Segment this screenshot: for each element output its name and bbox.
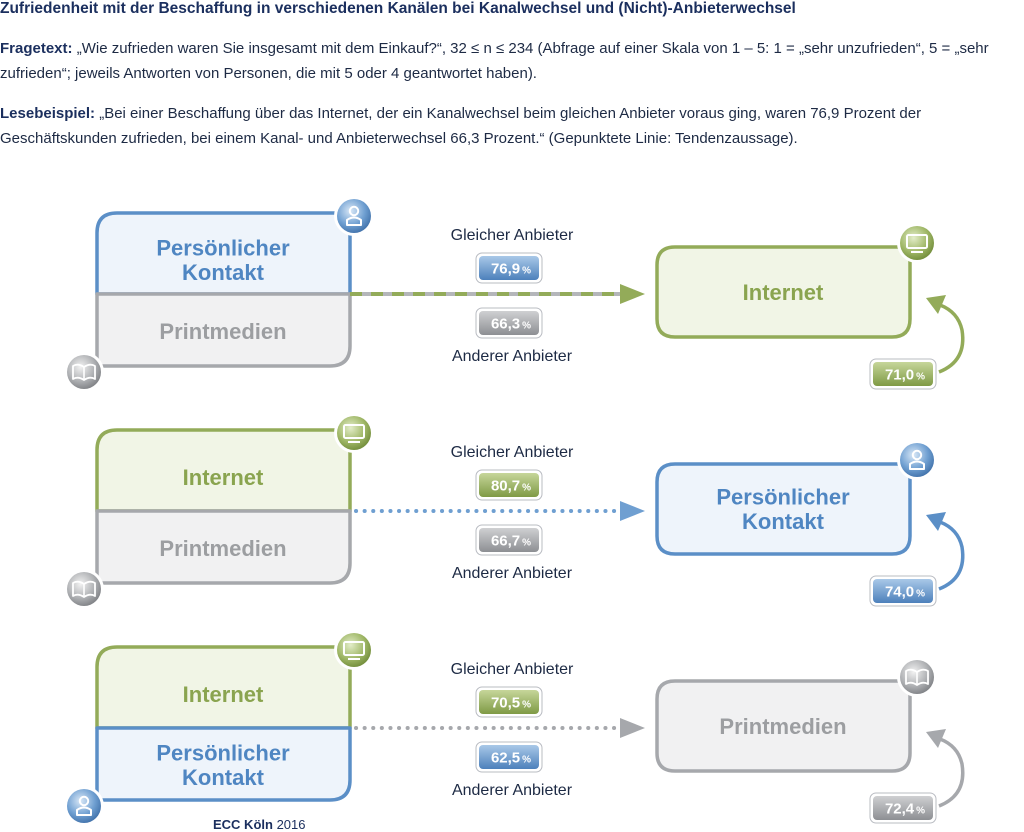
badge-value: 66,7 [491, 533, 520, 550]
svg-text:62,5%: 62,5% [491, 750, 531, 767]
percent-sign: % [916, 589, 925, 600]
badge-value: 76,9 [491, 261, 520, 278]
target-box [655, 462, 912, 556]
other-provider-badge: 62,5% [475, 741, 543, 773]
source-box-bottom [95, 509, 352, 585]
same-provider-badge: 80,7% [475, 469, 543, 501]
svg-text:66,7%: 66,7% [491, 533, 531, 550]
page-title: Zufriedenheit mit der Beschaffung in ver… [0, 0, 796, 17]
badge-value: 66,3 [491, 316, 520, 333]
retention-badge: 71,0% [869, 358, 937, 390]
target-label: Persönlicher [716, 485, 850, 510]
target-label: Internet [743, 280, 824, 305]
same-provider-label: Gleicher Anbieter [451, 444, 574, 461]
source-label-top: Kontakt [182, 260, 265, 285]
retention-arrow [938, 737, 965, 808]
svg-text:76,9%: 76,9% [491, 261, 531, 278]
source-label-top: Internet [183, 682, 264, 707]
source-box-bottom [95, 292, 352, 368]
monitor-icon [897, 223, 937, 263]
target-box [655, 245, 912, 339]
badge-value: 80,7 [491, 478, 520, 495]
source-box-top [95, 211, 352, 296]
source-label-bottom: Printmedien [159, 536, 286, 561]
source-label-top: Persönlicher [156, 236, 290, 261]
percent-sign: % [522, 700, 531, 711]
switch-arrowhead [620, 718, 645, 738]
source-label-bottom: Printmedien [159, 319, 286, 344]
retention-badge: 72,4% [869, 792, 937, 824]
other-provider-badge: 66,7% [475, 524, 543, 556]
percent-sign: % [916, 806, 925, 817]
retention-badge: 74,0% [869, 575, 937, 607]
source-box-top [95, 645, 352, 730]
reading-example: Lesebeispiel: „Bei einer Beschaffung übe… [0, 101, 1020, 151]
target-label: Printmedien [719, 714, 846, 739]
person-icon [64, 786, 104, 826]
percent-sign: % [522, 266, 531, 277]
retention-arrow [938, 303, 965, 374]
retention-arrowhead [926, 295, 946, 314]
same-provider-badge: 70,5% [475, 686, 543, 718]
source-name: ECC Köln [213, 817, 273, 832]
badge-value: 74,0 [885, 584, 914, 601]
badge-value: 62,5 [491, 750, 520, 767]
retention-arrow [938, 520, 965, 591]
question-body: „Wie zufrieden waren Sie insgesamt mit d… [0, 40, 989, 82]
same-provider-badge: 76,9% [475, 252, 543, 284]
percent-sign: % [916, 372, 925, 383]
source-label-bottom: Persönlicher [156, 741, 290, 766]
retention-arrowhead [926, 729, 946, 748]
same-provider-label: Gleicher Anbieter [451, 227, 574, 244]
svg-text:80,7%: 80,7% [491, 478, 531, 495]
reading-label: Lesebeispiel: [0, 105, 96, 122]
reading-body: „Bei einer Beschaffung über das Internet… [0, 105, 922, 147]
same-provider-label: Gleicher Anbieter [451, 661, 574, 678]
svg-text:66,3%: 66,3% [491, 316, 531, 333]
percent-sign: % [522, 321, 531, 332]
switch-arrowhead [620, 501, 645, 521]
source-box-top [95, 428, 352, 513]
badge-value: 71,0 [885, 367, 914, 384]
book-icon [64, 352, 104, 392]
badge-value: 70,5 [491, 695, 520, 712]
switch-arrowhead [620, 284, 645, 304]
percent-sign: % [522, 755, 531, 766]
person-icon [897, 440, 937, 480]
source-label-top: Internet [183, 465, 264, 490]
target-box [655, 679, 912, 773]
svg-text:72,4%: 72,4% [885, 801, 925, 818]
source-year: 2016 [276, 817, 306, 832]
other-provider-label: Anderer Anbieter [452, 782, 573, 799]
svg-text:71,0%: 71,0% [885, 367, 925, 384]
source-box-bottom [95, 726, 352, 802]
other-provider-label: Anderer Anbieter [452, 565, 573, 582]
book-icon [64, 569, 104, 609]
other-provider-label: Anderer Anbieter [452, 348, 573, 365]
source-label-bottom: Kontakt [182, 765, 265, 790]
svg-text:74,0%: 74,0% [885, 584, 925, 601]
book-icon [897, 657, 937, 697]
target-label: Kontakt [742, 509, 825, 534]
source-footer: ECC Köln 2016 [213, 817, 306, 832]
person-icon [334, 196, 374, 236]
badge-value: 72,4 [885, 801, 915, 818]
other-provider-badge: 66,3% [475, 307, 543, 339]
monitor-icon [334, 630, 374, 670]
question-text: Fragetext: „Wie zufrieden waren Sie insg… [0, 36, 1020, 86]
percent-sign: % [522, 538, 531, 549]
svg-text:70,5%: 70,5% [491, 695, 531, 712]
retention-arrowhead [926, 512, 946, 531]
monitor-icon [334, 413, 374, 453]
question-label: Fragetext: [0, 40, 73, 57]
percent-sign: % [522, 483, 531, 494]
